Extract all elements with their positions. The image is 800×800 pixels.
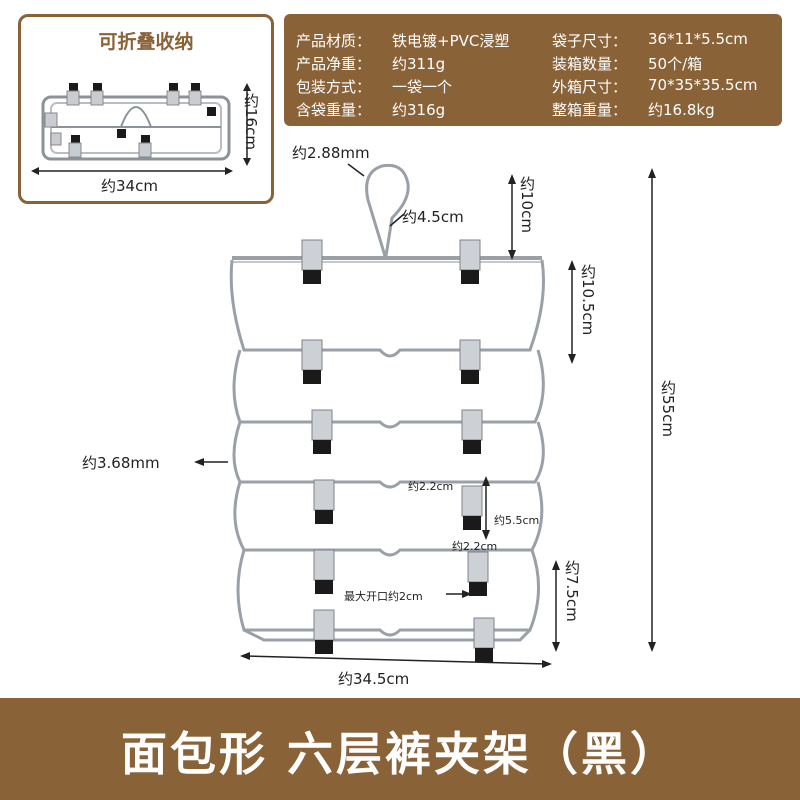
hanger-illustration bbox=[194, 163, 656, 668]
folded-hanger-image bbox=[31, 83, 251, 175]
clips bbox=[301, 239, 495, 662]
hook-height-label: 约10cm bbox=[518, 176, 536, 233]
max-opening-label: 最大开口约2cm bbox=[344, 590, 423, 603]
folded-height-label: 约16cm bbox=[242, 93, 260, 150]
spec-label: 袋子尺寸： bbox=[552, 32, 628, 50]
hook-size-label: 约4.5cm bbox=[402, 208, 464, 226]
side-wire-label: 约3.68mm bbox=[82, 454, 160, 472]
clip-width-top-label: 约2.2cm bbox=[408, 480, 454, 493]
wire-diameter-label: 约2.88mm bbox=[292, 144, 370, 162]
total-width-label: 约34.5cm bbox=[338, 670, 410, 688]
spec-value: 约16.8kg bbox=[648, 101, 715, 119]
title-banner bbox=[0, 698, 800, 800]
spec-value: 约311g bbox=[392, 55, 446, 73]
spec-label: 包装方式： bbox=[296, 78, 372, 96]
spec-value: 一袋一个 bbox=[392, 78, 453, 96]
clip-width-bottom-label: 约2.2cm bbox=[452, 540, 498, 553]
spec-label: 含袋重量： bbox=[296, 101, 372, 119]
bottom-gap-label: 约7.5cm bbox=[563, 560, 581, 622]
spec-value: 50个/箱 bbox=[648, 55, 703, 73]
spec-table: 产品材质： 铁电镀+PVC浸塑 袋子尺寸： 36*11*5.5cm 产品净重： … bbox=[284, 14, 782, 126]
spec-label: 整箱重量： bbox=[552, 101, 628, 119]
layer-gap-label: 约10.5cm bbox=[579, 264, 597, 336]
spec-label: 装箱数量： bbox=[552, 55, 628, 73]
spec-value: 36*11*5.5cm bbox=[648, 30, 748, 48]
folded-title: 可折叠收纳 bbox=[98, 31, 194, 53]
folded-preview-box: 可折叠收纳 约16cm 约34cm bbox=[18, 14, 274, 204]
spec-label: 外箱尺寸： bbox=[552, 78, 628, 96]
spec-label: 产品材质： bbox=[296, 32, 372, 50]
folded-width-label: 约34cm bbox=[101, 177, 158, 195]
spec-value: 铁电镀+PVC浸塑 bbox=[392, 32, 510, 50]
product-title: 面包形 六层裤夹架（黑） bbox=[120, 727, 679, 781]
spec-row: 产品材质： 铁电镀+PVC浸塑 袋子尺寸： 36*11*5.5cm bbox=[296, 30, 776, 52]
spec-value: 70*35*35.5cm bbox=[648, 76, 758, 94]
total-height-label: 约55cm bbox=[659, 380, 677, 437]
spec-row: 包装方式： 一袋一个 外箱尺寸： 70*35*35.5cm bbox=[296, 76, 776, 98]
spec-value: 约316g bbox=[392, 101, 446, 119]
spec-label: 产品净重： bbox=[296, 55, 372, 73]
spec-row: 含袋重量： 约316g 整箱重量： 约16.8kg bbox=[296, 99, 776, 121]
spec-row: 产品净重： 约311g 装箱数量： 50个/箱 bbox=[296, 53, 776, 75]
clip-height-label: 约5.5cm bbox=[494, 514, 540, 527]
